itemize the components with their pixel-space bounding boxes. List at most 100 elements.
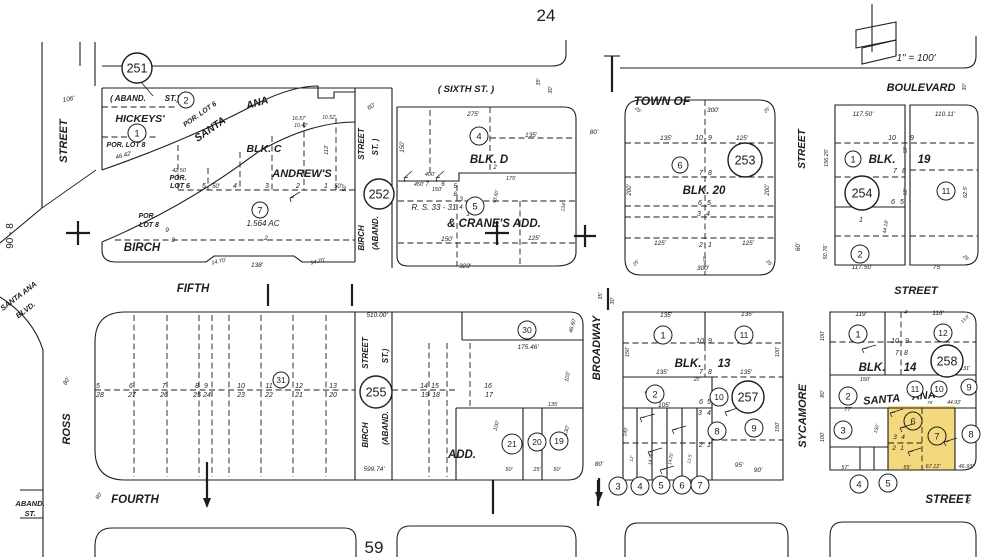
lot-number: 2 bbox=[492, 165, 497, 171]
street-fifth-street-right: STREET bbox=[894, 285, 939, 297]
dim-label: 35' bbox=[536, 77, 542, 85]
dim-label: 30' bbox=[610, 296, 616, 304]
parcel-circle: 1 bbox=[848, 324, 868, 344]
parcel-circle-7-highlighted[interactable]: 7 bbox=[927, 426, 947, 446]
dim-label: 50' bbox=[334, 184, 343, 190]
lot-number: 26 bbox=[159, 392, 168, 399]
parcel-circle: 4 bbox=[849, 474, 869, 494]
parcel-circle: 20 bbox=[527, 432, 547, 452]
highlighted-parcel[interactable] bbox=[888, 406, 955, 470]
parcel-circle-number: 255 bbox=[366, 385, 387, 399]
dim-label: 95' bbox=[735, 462, 744, 469]
line bbox=[829, 311, 977, 471]
parcel-circle-number: 11 bbox=[942, 186, 951, 196]
lot-number: 8 bbox=[708, 170, 712, 177]
parcel-circle-6-highlighted[interactable]: 6 bbox=[903, 411, 923, 431]
parcel-circle-outline bbox=[527, 432, 547, 452]
parcel-circle: 6 bbox=[672, 475, 692, 495]
lot-number: 8 bbox=[902, 168, 906, 175]
lot-number: 5 bbox=[202, 183, 206, 190]
parcel-circle: 2 bbox=[838, 386, 858, 406]
lot-number: 9 bbox=[708, 135, 712, 142]
parcel-circle: 3 bbox=[608, 476, 628, 496]
dim-label: 67.12' bbox=[926, 464, 942, 470]
lot-number: 6 bbox=[441, 182, 445, 188]
parcel-circle: 3 bbox=[833, 420, 853, 440]
block-circle-251: 251 bbox=[121, 52, 153, 84]
dim-label: 138' bbox=[251, 262, 264, 269]
blk-13-a: BLK. bbox=[675, 358, 702, 370]
dim-label: 80' bbox=[63, 376, 73, 387]
parcel-circle-number: 258 bbox=[937, 354, 958, 368]
parcel-circle: 10 bbox=[709, 387, 729, 407]
lot-number: 5 bbox=[900, 199, 904, 206]
parcel-circle: 11 bbox=[936, 181, 956, 201]
parcel-circle: 1 bbox=[653, 325, 673, 345]
street-sycamore: SYCAMORE bbox=[797, 384, 809, 448]
lot-number: 6 bbox=[698, 200, 702, 207]
parcel-circle-number: 4 bbox=[856, 479, 861, 490]
parcel-circle: 1 bbox=[127, 123, 147, 143]
dim-label: 175' bbox=[506, 176, 517, 182]
parcel-circle: 5 bbox=[465, 196, 485, 216]
blk-19-b: 19 bbox=[918, 154, 931, 166]
parcel-circle-outline bbox=[608, 476, 628, 496]
street-broadway: BROADWAY bbox=[591, 314, 603, 380]
line bbox=[101, 85, 355, 171]
dim-label: 43.60' bbox=[491, 188, 501, 204]
parcel-circle-number: 2 bbox=[845, 391, 850, 402]
lot-number: 24 bbox=[202, 392, 211, 399]
lot-number: 3 bbox=[459, 197, 463, 203]
dim-label: 50' bbox=[505, 467, 513, 473]
survey-cross bbox=[485, 221, 509, 245]
dim-label: 80' bbox=[820, 389, 826, 397]
dim-label: 117.50' bbox=[853, 111, 874, 118]
parcel-circle-number: 10 bbox=[714, 392, 724, 402]
parcel-circle-number: 9 bbox=[966, 382, 971, 393]
blk-c: BLK. C bbox=[247, 143, 282, 155]
parcel-circle-number: 4 bbox=[476, 131, 481, 142]
street-sixth: ( SIXTH ST. ) bbox=[438, 84, 494, 95]
parcel-circle-30: 30 bbox=[517, 320, 537, 340]
aband-st-top-2: ST.) bbox=[165, 94, 180, 103]
dim-label: 135' bbox=[660, 135, 673, 142]
line bbox=[835, 142, 978, 237]
line bbox=[834, 104, 906, 266]
parcel-circle: 19 bbox=[549, 431, 569, 451]
line bbox=[624, 522, 789, 557]
parcel-circle: 12 bbox=[933, 323, 953, 343]
lot-number: 19 bbox=[421, 392, 429, 399]
parcel-circle: 1 bbox=[844, 150, 862, 168]
lot-number: 27 bbox=[127, 392, 137, 399]
dim-label: 16.57' bbox=[292, 116, 307, 122]
dim-label: 46.42' bbox=[115, 151, 133, 161]
dim-label: 100' bbox=[820, 330, 826, 341]
dim-label: 100' bbox=[775, 346, 781, 357]
lot-number: 10 bbox=[237, 383, 245, 390]
block-circle-258: 258 bbox=[930, 344, 964, 378]
dim-label: 14.70' bbox=[211, 257, 228, 266]
line bbox=[207, 118, 337, 190]
parcel-circle-outline bbox=[744, 418, 764, 438]
line bbox=[133, 315, 327, 477]
lot-number: 15 bbox=[431, 383, 439, 390]
lot-number: 3 bbox=[171, 237, 175, 244]
dim-label: 20' bbox=[693, 377, 702, 383]
parcel-circle-number: 10 bbox=[934, 384, 944, 394]
parcel-circle-outline bbox=[961, 424, 981, 444]
lot-number: 6 bbox=[891, 199, 895, 206]
dim-label: 25' bbox=[532, 467, 541, 473]
line bbox=[829, 521, 977, 557]
dim-label: 44.18' bbox=[882, 219, 890, 234]
dim-label: 20' bbox=[702, 256, 707, 263]
lot-number: 7 bbox=[893, 168, 898, 175]
line bbox=[20, 489, 43, 519]
lot-number: 1 bbox=[466, 212, 469, 218]
dim-label: 62.5' bbox=[963, 185, 969, 198]
parcel-circle-number: 30 bbox=[522, 325, 532, 335]
lot-number: 7 bbox=[699, 170, 704, 177]
parcel-circle: 21 bbox=[501, 433, 523, 455]
line bbox=[396, 525, 577, 557]
lot-number: 3 bbox=[265, 183, 269, 190]
